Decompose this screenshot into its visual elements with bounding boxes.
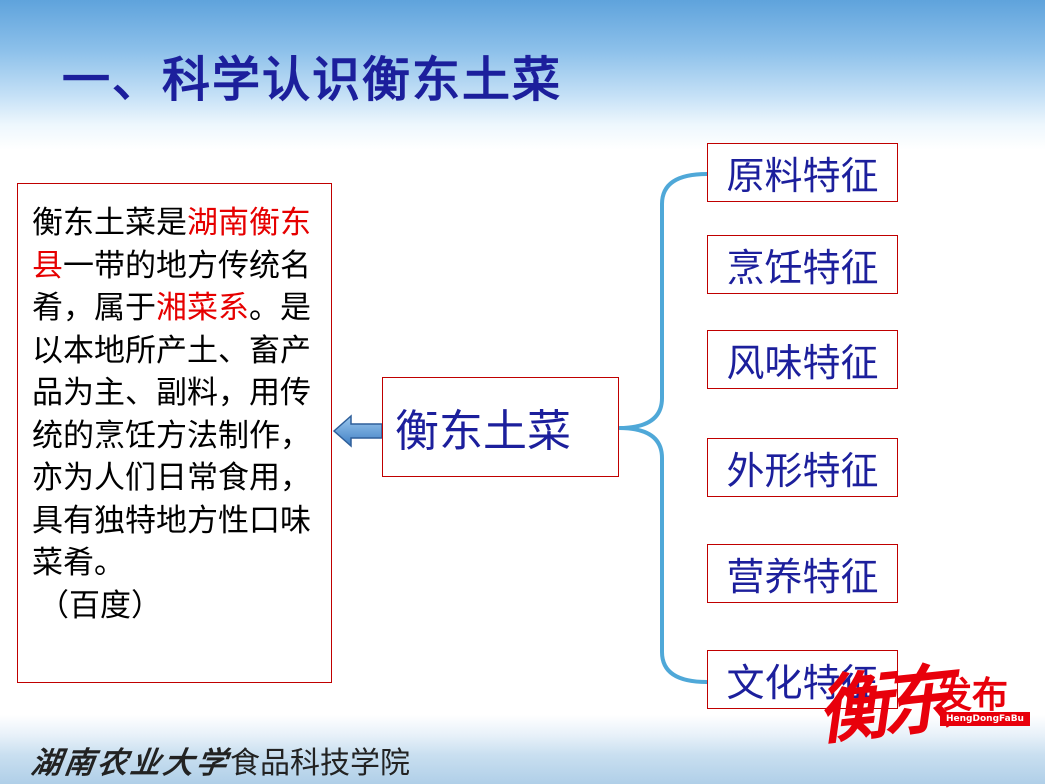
description-source: （百度）	[38, 587, 162, 624]
slide-title: 一、科学认识衡东土菜	[62, 52, 563, 108]
feature-box-culture: 文化特征	[707, 650, 898, 709]
feature-label: 文化特征	[726, 661, 879, 705]
description-highlight-location: 湖南衡东县	[32, 205, 311, 284]
feature-label: 营养特征	[726, 555, 879, 599]
footer-college: 食品科技学院	[230, 746, 410, 781]
footer-university: 湖南农业大学	[29, 746, 232, 781]
feature-box-cooking: 烹饪特征	[707, 235, 898, 294]
feature-label: 烹饪特征	[726, 246, 879, 290]
feature-box-appearance: 外形特征	[707, 438, 898, 497]
center-topic-box: 衡东土菜	[382, 377, 619, 477]
watermark-main: 衡东	[812, 656, 949, 756]
left-arrow-icon	[332, 414, 383, 448]
description-text-2: 一带的地方传统名肴，属于	[32, 247, 311, 327]
feature-box-flavor: 风味特征	[707, 330, 898, 389]
feature-label: 原料特征	[726, 154, 879, 198]
watermark-sub: 发布	[936, 675, 1009, 716]
feature-label: 外形特征	[726, 449, 879, 493]
feature-box-nutrition: 营养特征	[707, 544, 898, 603]
description-text-1: 衡东土菜是	[32, 205, 187, 241]
right-brace-connector	[618, 172, 709, 684]
center-topic-label: 衡东土菜	[395, 406, 571, 457]
feature-label: 风味特征	[726, 341, 879, 385]
description-highlight-cuisine: 湘菜系	[156, 290, 249, 326]
description-box: 衡东土菜是湖南衡东县一带的地方传统名肴，属于湘菜系。是以本地所产土、畜产品为主、…	[17, 183, 332, 683]
watermark-logo: 衡东 发布 HengDongFaBu	[808, 650, 1038, 755]
watermark-tagline: HengDongFaBu	[940, 712, 1030, 726]
description-text-3: 。是以本地所产土、畜产品为主、副料，用传统的烹饪方法制作，亦为人们日常食用，具有…	[32, 290, 311, 581]
footer: 湖南农业大学 食品科技学院	[29, 738, 410, 782]
feature-box-ingredients: 原料特征	[707, 143, 898, 202]
